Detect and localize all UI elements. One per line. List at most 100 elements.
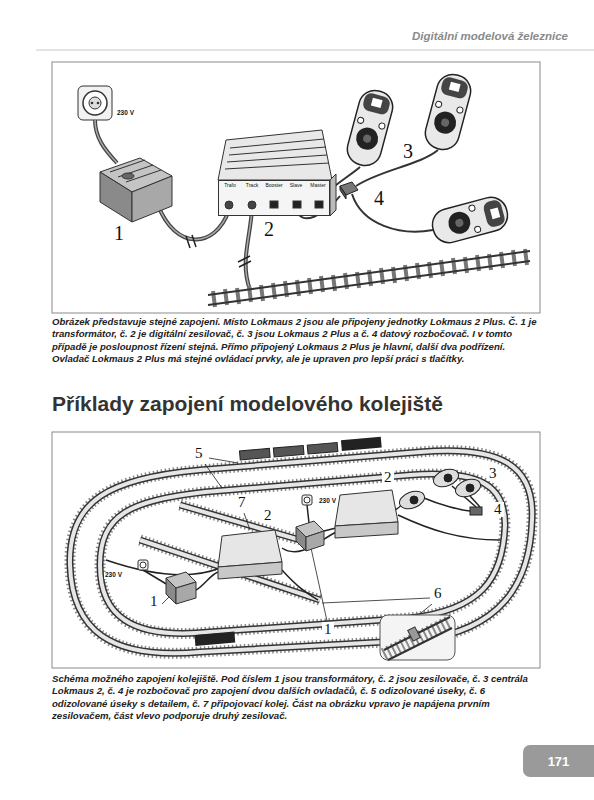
- hand-controller: [422, 71, 475, 153]
- port-label: Slave: [285, 183, 307, 188]
- transformer: [296, 527, 306, 551]
- detail-inset: [380, 615, 455, 660]
- header-rule: [36, 50, 594, 51]
- transformer: [132, 176, 172, 222]
- transformer: [176, 582, 196, 604]
- track-layout: [70, 451, 532, 654]
- track-layout: [70, 451, 532, 654]
- amplifier: [248, 201, 256, 209]
- amplifier: [218, 130, 332, 180]
- amplifier: [218, 562, 282, 579]
- transformer: [166, 521, 324, 604]
- port-label: Master: [307, 183, 329, 188]
- hand-controller: [378, 122, 385, 129]
- data-splitter: [340, 186, 346, 199]
- hand-controller: [432, 109, 459, 136]
- wall-socket: [138, 560, 148, 570]
- running-header: Digitální modelová železnice: [300, 30, 568, 43]
- amplifier: [218, 180, 330, 216]
- callout-number: 3: [487, 466, 499, 481]
- leader-line: [322, 598, 430, 603]
- hand-controller: [397, 488, 427, 512]
- hand-controller: [410, 496, 418, 504]
- amplifier: [270, 201, 278, 208]
- wire: [324, 528, 336, 531]
- cable: [95, 120, 438, 290]
- hand-controller: [422, 71, 475, 153]
- track-layout: [70, 451, 532, 654]
- callout-number: 1: [112, 223, 126, 243]
- page-number-tab: 171: [523, 745, 594, 777]
- figure-frame: [52, 432, 540, 668]
- figure-two: [52, 432, 540, 668]
- amplifier: [335, 522, 398, 538]
- hand-controller: [362, 92, 392, 116]
- amplifier: [225, 163, 329, 169]
- leader-line: [209, 458, 238, 463]
- hand-controller: [449, 82, 461, 92]
- cable: [352, 194, 433, 232]
- wire: [307, 505, 309, 523]
- wall-socket: [140, 562, 146, 568]
- hand-controller: [344, 87, 397, 169]
- amplifier: [218, 490, 398, 579]
- hand-controller: [435, 101, 442, 108]
- callout-number: 2: [262, 508, 274, 523]
- wire: [424, 498, 470, 511]
- callout-number: 6: [432, 586, 444, 601]
- callout-number: 7: [236, 495, 248, 510]
- transformer: [122, 173, 134, 179]
- track-layout: [100, 474, 505, 633]
- amplifier: [225, 201, 233, 209]
- hand-controller: [482, 199, 506, 229]
- callout-number: 2: [382, 470, 394, 485]
- amplifier: [229, 147, 326, 155]
- callout-number: 3: [401, 141, 415, 161]
- locomotive: [194, 632, 235, 646]
- data-splitter: [470, 507, 482, 515]
- hand-controller: [490, 207, 500, 219]
- wall-socket: [304, 497, 310, 503]
- port-label: Booster: [263, 183, 285, 188]
- transformer: [100, 172, 132, 222]
- leader-line: [205, 464, 222, 488]
- hand-controller: [454, 218, 464, 228]
- hand-controller: [429, 194, 511, 247]
- transformer: [100, 158, 172, 222]
- amplifier: [315, 201, 323, 208]
- hand-controller: [362, 134, 372, 144]
- cable: [246, 209, 252, 290]
- train: [239, 448, 270, 460]
- callout-number: 5: [193, 446, 205, 461]
- page-number: 171: [548, 754, 570, 769]
- callout-number: 4: [492, 502, 504, 517]
- port-label: Track: [241, 183, 263, 188]
- hand-controller: [371, 98, 383, 108]
- break-mark: [186, 236, 190, 248]
- amplifier: [230, 139, 324, 148]
- wall-socket: [78, 86, 112, 120]
- hand-controller: [474, 226, 481, 233]
- port-label: Trafo: [219, 183, 241, 188]
- wire: [143, 570, 168, 585]
- data-splitter: [340, 182, 358, 199]
- callout-number: 4: [372, 188, 386, 208]
- cable: [95, 120, 117, 163]
- transformer: [166, 578, 176, 604]
- detail-inset: [384, 622, 450, 655]
- wire: [282, 570, 318, 600]
- wire: [470, 496, 480, 507]
- amplifier: [335, 490, 398, 526]
- wire: [398, 515, 500, 540]
- figure-caption: Obrázek představuje stejné zapojení. Mís…: [52, 316, 540, 365]
- amplifier: [218, 130, 336, 216]
- train: [341, 437, 382, 451]
- voltage-label: 230 V: [116, 110, 135, 117]
- section-heading: Příklady zapojení modelového kolejiště: [52, 392, 443, 416]
- detail-inset: [380, 615, 455, 660]
- wall-socket: [83, 91, 107, 115]
- amplifier: [293, 201, 301, 208]
- wire: [106, 560, 220, 575]
- wall-socket: [97, 102, 100, 105]
- hand-controller: [344, 87, 397, 169]
